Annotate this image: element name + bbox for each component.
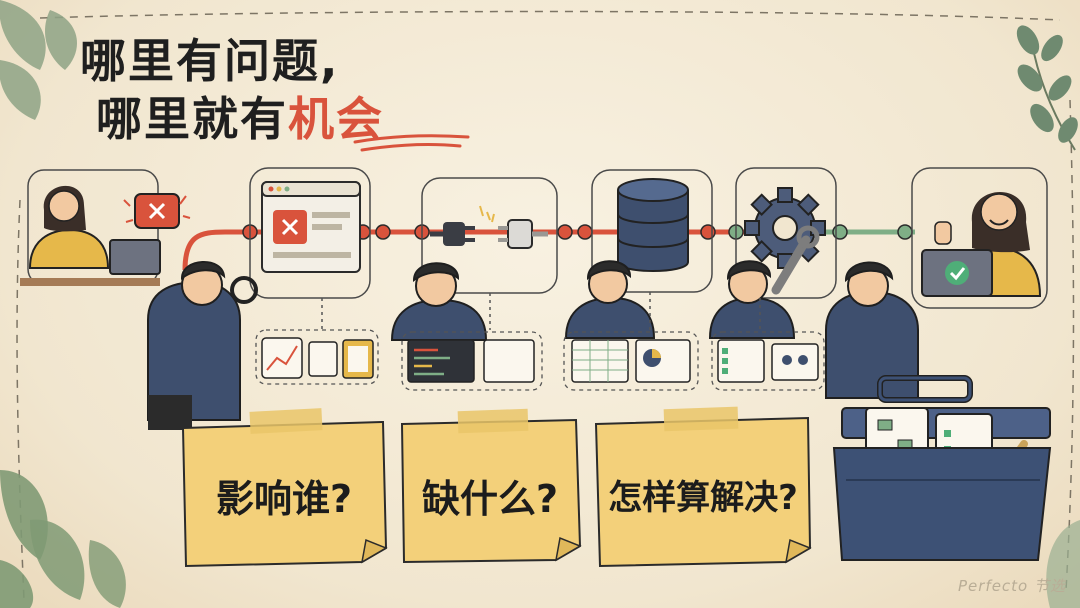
title-underline (353, 134, 470, 152)
leaf-decoration-bottom-left (0, 470, 126, 608)
title-line-2-accent: 机会 (288, 92, 384, 146)
sticky-note-what: 缺什么? (421, 476, 559, 521)
toolbox-illustration (832, 375, 1052, 561)
worker-figures (147, 260, 919, 430)
leaf-decoration-bottom-right (1046, 520, 1080, 608)
detail-icon-group-3 (563, 331, 699, 391)
title-line-1: 哪里有问题, (80, 34, 340, 88)
detail-icon-group-4 (711, 331, 825, 391)
title-line-2-prefix: 哪里就有 (96, 92, 288, 146)
plug-icon (430, 205, 548, 249)
leaf-decoration-top-left (0, 0, 77, 120)
title-line-2: 哪里就有机会 (96, 96, 384, 142)
sticky-note-who: 影响谁? (215, 476, 353, 521)
connector-lines (321, 292, 761, 330)
detail-icon-group-2 (401, 331, 543, 391)
detail-icon-group-1 (255, 329, 379, 385)
sticky-notes (181, 406, 812, 568)
sticky-note-solved: 怎样算解决? (608, 477, 798, 518)
gear-wrench-icon (744, 187, 826, 295)
watermark: Perfecto 节选 (957, 577, 1066, 595)
dashed-border (16, 10, 1075, 601)
worried-user-illustration (20, 169, 191, 286)
database-icon (617, 178, 689, 272)
leaf-decoration-top-right (1016, 25, 1078, 151)
browser-error-icon (261, 181, 361, 273)
happy-user-illustration (921, 191, 1042, 297)
